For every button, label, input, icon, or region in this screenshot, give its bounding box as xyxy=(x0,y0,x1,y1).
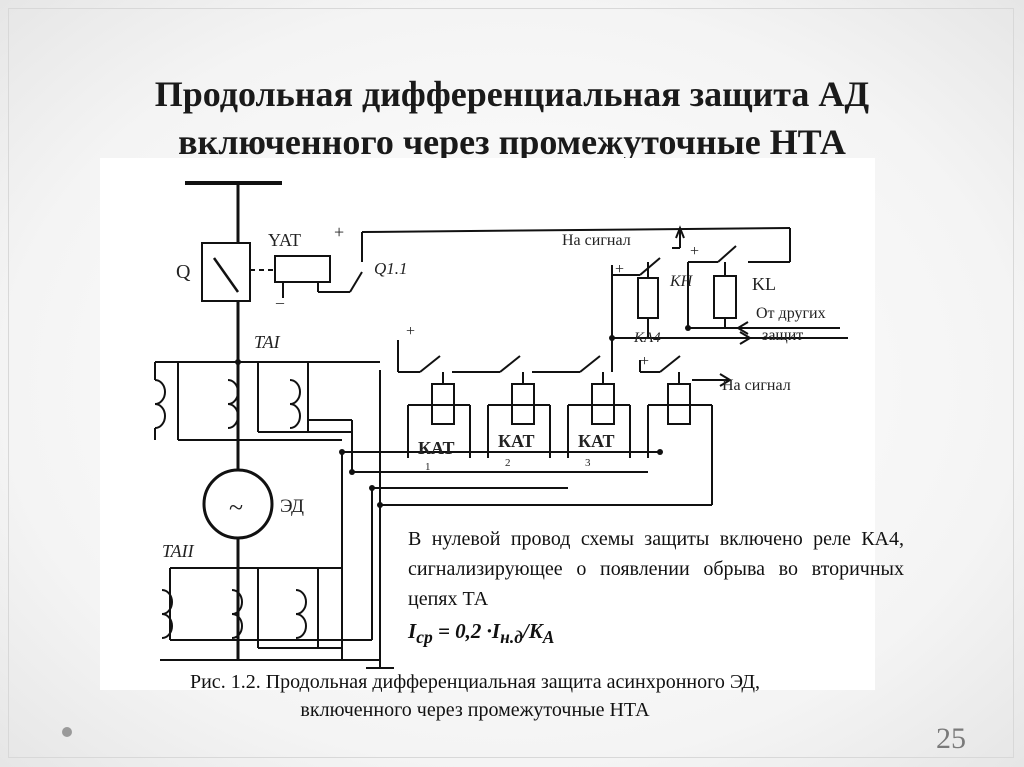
label-na-signal-mid: На сигнал xyxy=(722,377,791,394)
label-kat3: КАТ xyxy=(578,431,614,451)
formula-lhs-sub: ср xyxy=(416,627,433,648)
slide-frame xyxy=(8,8,1014,758)
explanation-note: В нулевой провод схемы защиты включено р… xyxy=(408,524,904,652)
label-kat1: КАТ xyxy=(418,438,454,458)
label-plus-2: + xyxy=(615,261,624,278)
label-kh: KH xyxy=(669,273,694,290)
pickup-current-formula: Iср = 0,2 ·Iн.д/KА xyxy=(408,616,904,652)
yat-coil xyxy=(274,255,331,283)
caption-line-1: Рис. 1.2. Продольная дифференциальная за… xyxy=(189,671,761,693)
slide-title: Продольная дифференциальная защита АД вк… xyxy=(0,70,1024,166)
label-na-signal-top: На сигнал xyxy=(562,232,631,249)
ka4-coil xyxy=(637,277,659,319)
label-ot-drugih: От других xyxy=(756,305,826,322)
kl-coil xyxy=(713,275,737,319)
label-q: Q xyxy=(176,261,191,283)
label-kl: KL xyxy=(752,274,776,294)
figure-caption: Рис. 1.2. Продольная дифференциальная за… xyxy=(60,668,890,724)
title-line-1: Продольная дифференциальная защита АД xyxy=(154,74,870,114)
label-kat2-sub: 2 xyxy=(505,457,511,469)
label-plus-3: + xyxy=(690,243,699,260)
formula-mid: = 0,2 ·I xyxy=(432,619,501,643)
label-plus-5: + xyxy=(406,323,415,340)
label-ed: ЭД xyxy=(280,496,304,517)
note-text: В нулевой провод схемы защиты включено р… xyxy=(408,528,904,610)
label-kat2: КАТ xyxy=(498,431,534,451)
label-kat1-sub: 1 xyxy=(425,461,431,473)
formula-lhs: I xyxy=(408,619,417,643)
title-line-2: включенного через промежуточные НТА xyxy=(178,122,846,162)
label-zashit: защит xyxy=(762,327,803,344)
ta1-windings xyxy=(154,379,301,429)
formula-mid-sub: н.д xyxy=(500,627,523,648)
label-ka4: КА4 xyxy=(633,330,661,346)
label-q11: Q1.1 xyxy=(374,259,408,278)
page-number: 25 xyxy=(936,722,966,755)
label-plus-4: + xyxy=(640,353,649,370)
caption-line-2: включенного через промежуточные НТА xyxy=(300,699,650,721)
label-ta1: TAI xyxy=(254,332,281,352)
label-minus-1: _ xyxy=(275,289,285,306)
motor-ed xyxy=(202,468,274,540)
formula-rhs-sub: А xyxy=(542,627,555,648)
label-ta2: TAII xyxy=(162,541,195,561)
ta2-windings xyxy=(161,589,307,639)
label-kat3-sub: 3 xyxy=(585,457,591,469)
label-plus-1: + xyxy=(334,222,344,242)
breaker-q xyxy=(201,242,251,302)
label-motor-symbol: ~ xyxy=(229,493,243,522)
label-yat: YAT xyxy=(268,230,301,250)
nav-dot[interactable] xyxy=(62,727,72,737)
formula-rhs: /K xyxy=(522,619,543,643)
